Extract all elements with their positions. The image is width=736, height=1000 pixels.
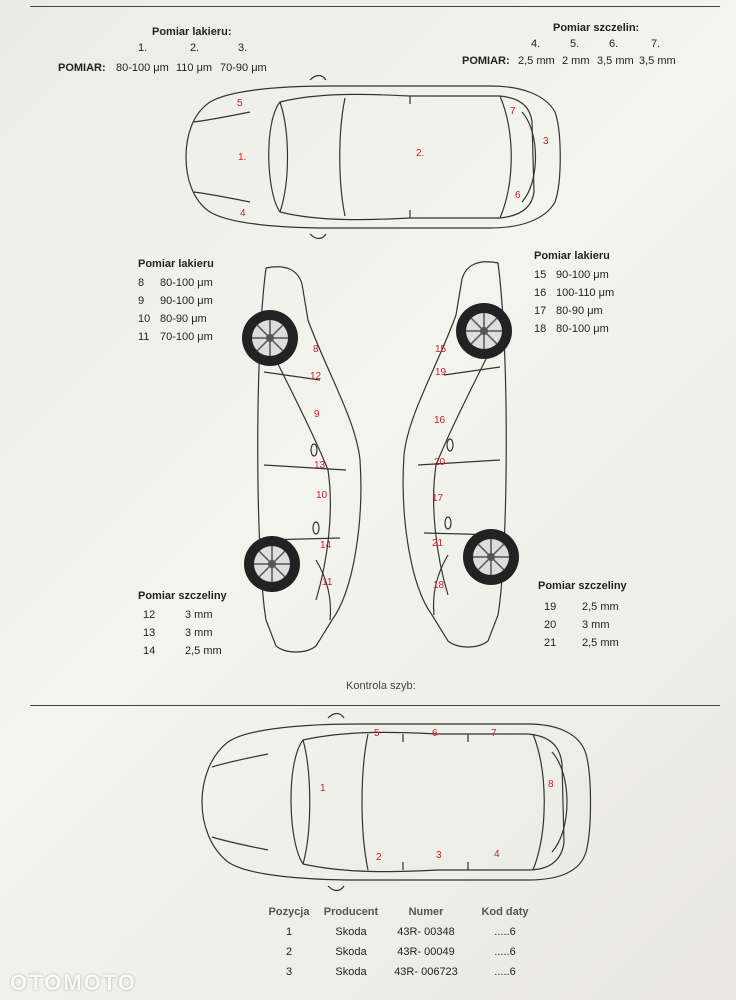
paint-col-num: 2.: [190, 42, 200, 54]
gap-col-value: 3,5 mm: [597, 55, 634, 67]
top-car-mark-7: 7: [510, 106, 516, 117]
col-header: Producent: [323, 906, 379, 918]
left-side-mark-8: 8: [313, 344, 319, 355]
right-side-mark-17: 17: [432, 493, 444, 504]
glass-check-title: Kontrola szyb:: [346, 680, 416, 692]
glass-mark-6: 6: [432, 728, 438, 739]
left-paint-title: Pomiar lakieru: [138, 258, 214, 270]
top-car-mark-4: 4: [240, 208, 246, 219]
glass-mark-5: 5: [374, 728, 380, 739]
right-front-wheel: [456, 303, 512, 359]
right-gap-title: Pomiar szczeliny: [538, 580, 627, 592]
paint-col-num: 1.: [138, 42, 148, 54]
right-side-mark-18: 18: [433, 580, 445, 591]
gap-col-num: 7.: [651, 38, 661, 50]
top-car-mark-2: 2.: [416, 148, 425, 159]
car-left-side-diagram: [242, 266, 362, 653]
top-car-mark-6: 6: [515, 190, 521, 201]
table-row: 3 Skoda 43R- 006723 .....6: [285, 966, 516, 978]
paint-col-value: 70-90 μm: [220, 62, 267, 74]
glass-mark-8: 8: [548, 779, 554, 790]
glass-mark-2: 2: [376, 852, 382, 863]
col-header: Kod daty: [481, 906, 529, 918]
top-car-mark-1: 1.: [238, 152, 247, 163]
top-divider: [30, 6, 720, 7]
gap-measure-title: Pomiar szczelin:: [553, 22, 640, 34]
otomoto-watermark: OTOMOTO: [10, 970, 137, 995]
car-right-side-diagram: [402, 261, 519, 648]
glass-mark-3: 3: [436, 850, 442, 861]
gap-col-num: 4.: [531, 38, 541, 50]
car-glass-diagram: [201, 712, 592, 892]
left-side-mark-12: 12: [310, 371, 322, 382]
car-top-view-diagram: [185, 74, 561, 240]
left-side-mark-10: 10: [316, 490, 328, 501]
right-side-mark-19: 19: [435, 367, 447, 378]
gap-col-value: 2,5 mm: [518, 55, 555, 67]
gap-col-value: 2 mm: [562, 55, 590, 67]
top-car-mark-5: 5: [237, 98, 243, 109]
table-row: 2 Skoda 43R- 00049 .....6: [285, 946, 516, 958]
paint-measure-title: Pomiar lakieru:: [152, 26, 232, 38]
gap-col-num: 6.: [609, 38, 619, 50]
gap-measure-label: POMIAR:: [462, 55, 510, 67]
table-row: 1 Skoda 43R- 00348 .....6: [285, 926, 516, 938]
col-header: Pozycja: [268, 906, 310, 918]
left-gap-title: Pomiar szczeliny: [138, 590, 227, 602]
right-side-mark-16: 16: [434, 415, 446, 426]
paint-col-value: 80-100 μm: [116, 62, 169, 74]
left-side-mark-11: 11: [322, 577, 333, 588]
col-header: Numer: [408, 906, 444, 918]
paint-col-num: 3.: [238, 42, 248, 54]
left-front-wheel: [242, 310, 298, 366]
right-side-mark-21: 21: [432, 538, 444, 549]
right-side-mark-20: 20: [434, 457, 446, 468]
right-side-mark-15: 15: [435, 344, 447, 355]
paint-col-value: 110 μm: [176, 62, 213, 74]
left-rear-wheel: [244, 536, 300, 592]
glass-mark-7: 7: [491, 728, 497, 739]
table-header-row: Pozycja Producent Numer Kod daty: [258, 902, 540, 922]
top-car-mark-3: 3: [543, 136, 549, 147]
paint-measure-label: POMIAR:: [58, 62, 106, 74]
glass-divider: [30, 705, 720, 706]
glass-mark-1: 1: [320, 783, 326, 794]
glass-production-table: Pozycja Producent Numer Kod daty 1 Skoda…: [258, 902, 540, 982]
left-side-mark-14: 14: [320, 540, 332, 551]
right-rear-wheel: [463, 529, 519, 585]
left-side-mark-9: 9: [314, 409, 320, 420]
right-paint-title: Pomiar lakieru: [534, 250, 610, 262]
gap-col-value: 3,5 mm: [639, 55, 676, 67]
left-side-mark-13: 13: [314, 460, 326, 471]
gap-col-num: 5.: [570, 38, 580, 50]
glass-mark-4: 4: [494, 849, 500, 860]
